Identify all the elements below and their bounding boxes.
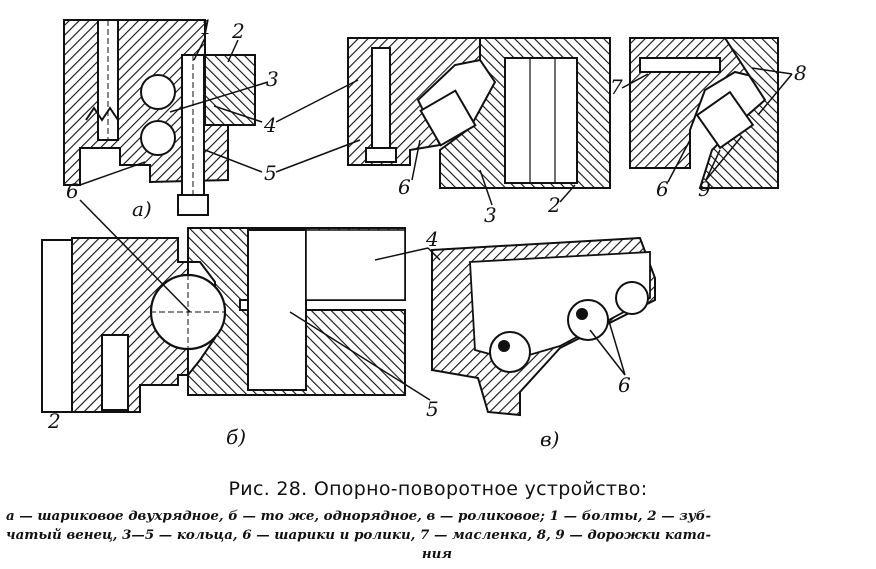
panel-v-roller-3 [615,281,649,315]
legend-line-1: а — шариковое двухрядное, б — то же, одн… [6,508,712,524]
panel-label-b: б) [226,425,246,449]
panel-roller-section [347,37,611,189]
panel-b-bolt [101,334,129,411]
roller-section-roller [419,89,477,147]
part-label-3-roller: 3 [484,203,497,227]
panel-b-bore [247,229,307,391]
panel-label-v: в) [540,427,559,451]
part-label-6-v: 6 [618,373,631,397]
panel-a-ball-upper [140,74,176,110]
part-label-4-b: 4 [425,227,439,251]
panel-v [431,236,656,417]
figure-caption-legend: а — шариковое двухрядное, б — то же, одн… [6,507,868,564]
part-label-2-a: 2 [231,19,245,43]
panel-v-roller-1 [489,331,531,373]
part-label-6-roller: 6 [398,175,411,199]
legend-line-2: чатый венец, 3—5 — кольца, 6 — шарики и … [6,527,712,543]
panel-a-nut [177,194,209,216]
panel-label-a: а) [132,197,152,221]
part-label-8: 8 [794,61,807,85]
legend-line-3: ния [421,546,453,562]
figure-caption-title: Рис. 28. Опорно-поворотное устройство: [228,478,648,500]
part-label-9: 9 [698,177,711,201]
panel-b [41,227,406,413]
panel-a [63,19,256,216]
panel-v-roller-2 [567,299,609,341]
panel-a-gear-rim [204,54,256,126]
part-label-5-a: 5 [264,161,277,185]
panel-a-ball-lower [140,120,176,156]
panel-raceway-detail [629,37,779,189]
part-label-2-b: 2 [47,409,61,433]
part-label-6-a: 6 [66,179,79,203]
raceway-oiler [639,57,721,73]
part-label-6-raceway: 6 [656,177,669,201]
raceway-roller [695,90,755,150]
part-label-1: 1 [200,15,213,39]
part-label-4-a: 4 [263,113,277,137]
bearing-diagram: 1 2 3 4 5 6 а) 6 3 2 7 8 6 9 4 2 5 б) 6 … [41,15,807,451]
roller-section-bore [504,57,578,184]
leader-lines [79,37,793,401]
part-label-2-roller: 2 [547,193,561,217]
part-label-7: 7 [610,75,623,99]
part-label-5-b: 5 [426,397,439,421]
part-label-3-a: 3 [266,67,279,91]
panel-b-gear [41,239,73,413]
roller-section-bolt [371,47,391,157]
